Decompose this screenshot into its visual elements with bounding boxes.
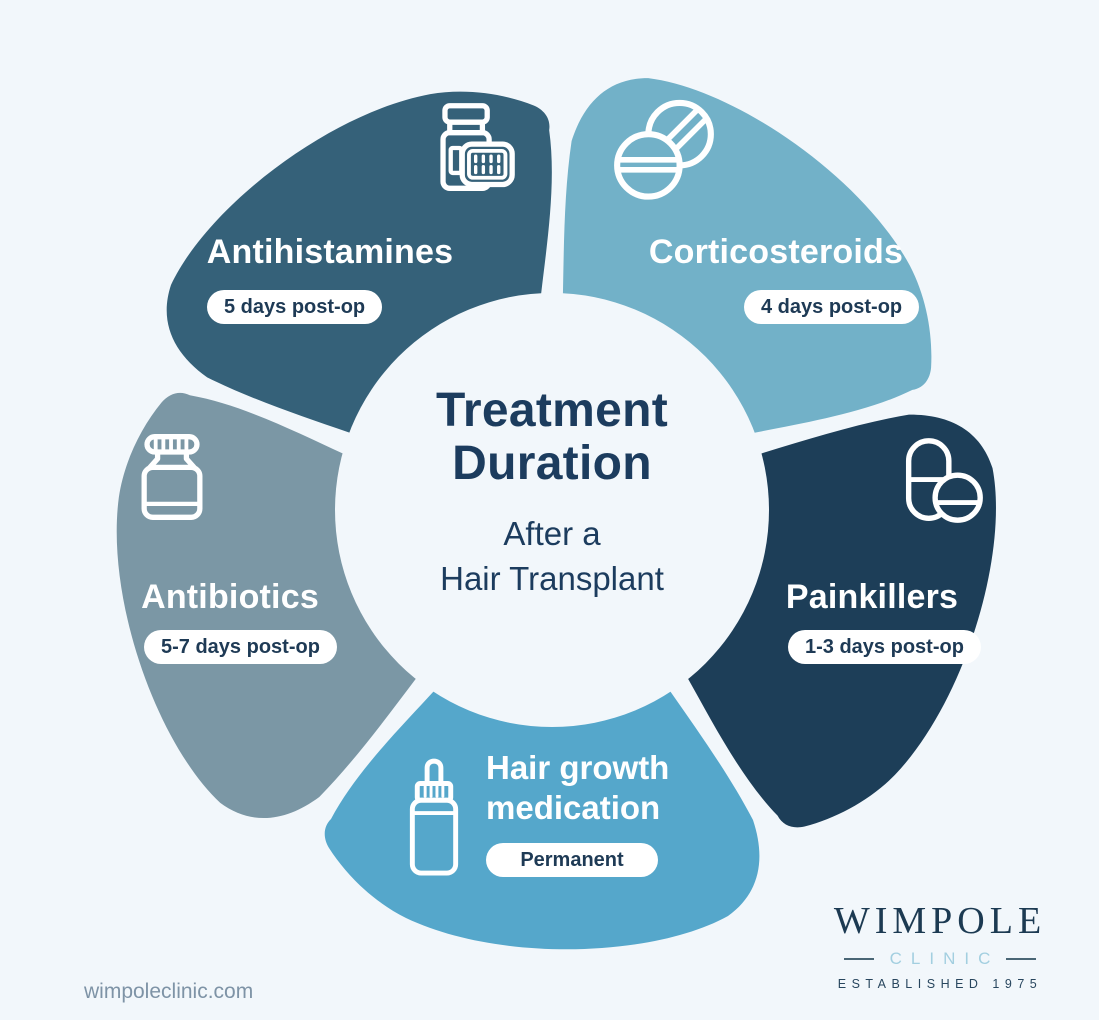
center-subtitle-line1: After a: [503, 514, 601, 552]
badge-hair-growth: Permanent: [486, 843, 658, 877]
center-subtitle: After a Hair Transplant: [302, 511, 802, 602]
center-title-line1: Treatment: [435, 384, 669, 437]
petal-antihistamines: [166, 91, 552, 433]
logo-wordmark: WIMPOLE: [833, 900, 1047, 942]
hair-growth-label-line2: medication: [486, 789, 661, 826]
petal-label-painkillers: Painkillers: [785, 578, 959, 616]
round-tablets-icon: [614, 99, 714, 200]
pill-bottle-blister-icon: [440, 103, 515, 191]
dropper-bottle-icon: [409, 758, 459, 876]
center-text-block: Treatment Duration After a Hair Transpla…: [302, 384, 802, 602]
badge-corticosteroids: 4 days post-op: [744, 290, 920, 324]
logo-right-dash: [1006, 957, 1037, 960]
petal-label-antihistamines: Antihistamines: [206, 233, 454, 271]
badge-antihistamines: 5 days post-op: [207, 290, 383, 324]
capsule-tablet-icon: [905, 438, 983, 523]
center-title: Treatment Duration: [302, 384, 802, 491]
petal-hair-growth-medication: [324, 691, 760, 950]
logo-clinic-label: CLINIC: [889, 948, 1000, 968]
wimpole-clinic-logo: WIMPOLE CLINIC ESTABLISHED 1975: [806, 900, 1074, 991]
petal-label-antibiotics: Antibiotics: [141, 578, 319, 616]
petal-label-corticosteroids: Corticosteroids: [648, 233, 904, 271]
logo-established-label: ESTABLISHED 1975: [837, 976, 1043, 991]
center-subtitle-line2: Hair Transplant: [440, 560, 664, 598]
logo-left-dash: [843, 957, 874, 960]
badge-antibiotics: 5-7 days post-op: [144, 630, 337, 664]
hair-growth-label-line1: Hair growth: [486, 749, 670, 786]
medicine-jar-icon: [141, 434, 203, 520]
website-link[interactable]: wimpoleclinic.com: [84, 980, 254, 1003]
badge-painkillers: 1-3 days post-op: [788, 630, 981, 664]
center-circle: [335, 293, 769, 727]
logo-clinic-row: CLINIC: [806, 949, 1074, 969]
petal-label-hair-growth: Hair growth medication: [486, 748, 766, 828]
center-title-line2: Duration: [452, 436, 652, 490]
petal-antibiotics: [116, 392, 417, 819]
